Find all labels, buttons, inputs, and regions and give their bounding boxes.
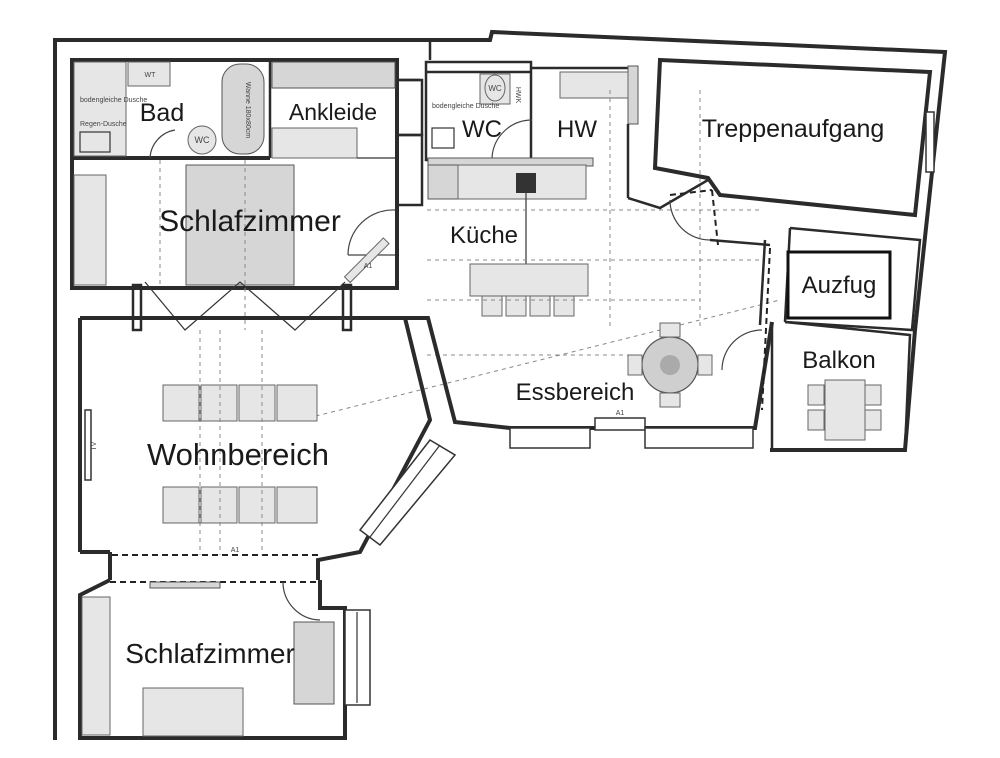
room-label-hw: HW — [557, 116, 597, 143]
bathtub-label: Wanne 180x80cm — [244, 82, 251, 138]
kitchen-fixtures — [427, 157, 594, 317]
shower-wc-label: bodengleiche Dusche — [432, 103, 499, 110]
room-label-wc: WC — [462, 116, 502, 143]
room-label-auzfug: Auzfug — [802, 272, 877, 299]
sofa-bottom — [162, 486, 318, 524]
a1-top-label: A1 — [364, 263, 373, 270]
room-label-essbereich: Essbereich — [516, 379, 635, 406]
elevator — [783, 226, 922, 332]
room-label-wohnbereich: Wohnbereich — [147, 437, 329, 472]
bad-toilet-label: WC — [195, 135, 210, 145]
bedroom-top-fixtures: A1 — [73, 160, 396, 332]
stair-walls — [626, 57, 935, 247]
outer-walls — [53, 29, 948, 740]
a1-dining-label: A1 — [616, 410, 625, 417]
shower-bad-label: bodengleiche Dusche — [80, 97, 147, 104]
living-walls: A1 TV — [78, 316, 457, 580]
a1-living-label: A1 — [231, 547, 240, 554]
room-label-balkon: Balkon — [802, 347, 875, 374]
washbasin-label: WT — [145, 72, 157, 79]
hwk-label: HWK — [514, 87, 521, 104]
guide-lines — [299, 90, 781, 421]
room-label-bad: Bad — [140, 99, 184, 127]
room-label-treppenaufgang: Treppenaufgang — [702, 115, 885, 143]
room-labels: Bad Ankleide WC HW Treppenaufgang Schlaf… — [125, 99, 884, 669]
ankleide-fixtures — [271, 61, 396, 159]
dining-walls: A1 — [405, 239, 774, 449]
room-label-kueche: Küche — [450, 222, 518, 249]
rain-shower-label: Regen-Dusche — [80, 121, 127, 128]
room-label-ankleide: Ankleide — [289, 99, 377, 125]
wc-toilet-label: WC — [488, 84, 502, 93]
bedroom-bottom-walls — [78, 578, 371, 740]
bedroom-block-walls — [70, 58, 424, 290]
wc-hw-walls: WC HWK bodengleiche Dusche — [424, 60, 639, 162]
room-label-schlafzimmer-top: Schlafzimmer — [159, 205, 341, 238]
bad-fixtures: WT bodengleiche Dusche Regen-Dusche Wann… — [73, 61, 265, 159]
balcony — [770, 320, 912, 452]
tv-label: TV — [91, 441, 98, 450]
room-label-schlafzimmer-bottom: Schlafzimmer — [125, 638, 295, 669]
sofa-top — [162, 384, 318, 422]
